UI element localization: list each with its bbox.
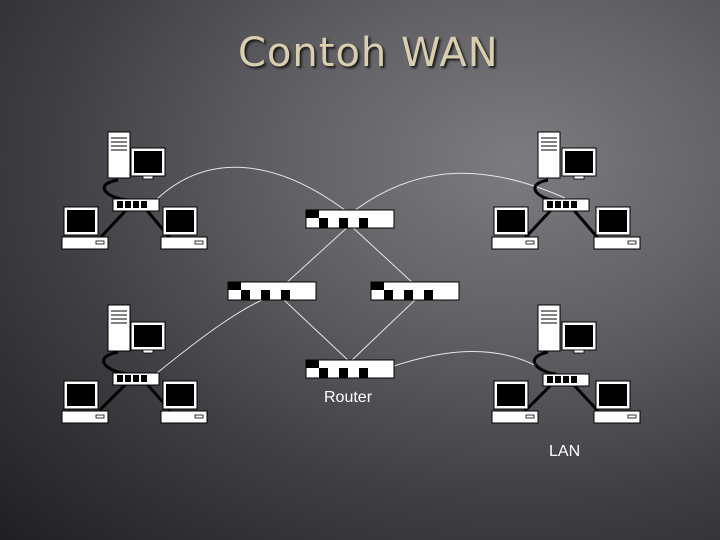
monitor-icon xyxy=(561,147,597,180)
desktop-computer-icon xyxy=(61,206,109,250)
wan-link xyxy=(156,299,263,374)
monitor-icon xyxy=(130,147,166,180)
desktop-computer-icon xyxy=(160,380,208,424)
slide-title: Contoh WAN xyxy=(238,30,499,76)
server-tower-icon xyxy=(537,304,561,352)
lan-top-right xyxy=(491,131,641,250)
router-mid-right xyxy=(370,281,460,301)
hub-icon xyxy=(542,198,590,212)
wan-link xyxy=(156,166,351,215)
wan-link xyxy=(349,224,416,286)
lan-label: LAN xyxy=(549,443,580,460)
router-bottom xyxy=(305,359,395,379)
monitor-icon xyxy=(130,321,166,354)
wan-link xyxy=(283,224,351,286)
server-tower-icon xyxy=(107,304,131,352)
desktop-computer-icon xyxy=(61,380,109,424)
desktop-computer-icon xyxy=(593,206,641,250)
desktop-computer-icon xyxy=(593,380,641,424)
router-label: Router xyxy=(324,389,373,406)
wan-link xyxy=(349,299,416,363)
lan-bottom-left xyxy=(61,304,208,424)
router-mid-left xyxy=(227,281,317,301)
lan-bottom-right xyxy=(491,304,641,424)
desktop-computer-icon xyxy=(160,206,208,250)
wan-link xyxy=(387,351,551,375)
hub-icon xyxy=(112,372,160,386)
hub-icon xyxy=(112,198,160,212)
lan-top-left xyxy=(61,131,208,250)
wan-link xyxy=(349,172,566,215)
wan-link xyxy=(283,299,351,363)
desktop-computer-icon xyxy=(491,380,539,424)
hub-icon xyxy=(542,373,590,387)
monitor-icon xyxy=(561,321,597,354)
lan-cables xyxy=(523,350,600,413)
server-tower-icon xyxy=(107,131,131,179)
router-top xyxy=(305,209,395,229)
desktop-computer-icon xyxy=(491,206,539,250)
wan-links xyxy=(156,166,566,375)
server-tower-icon xyxy=(537,131,561,179)
